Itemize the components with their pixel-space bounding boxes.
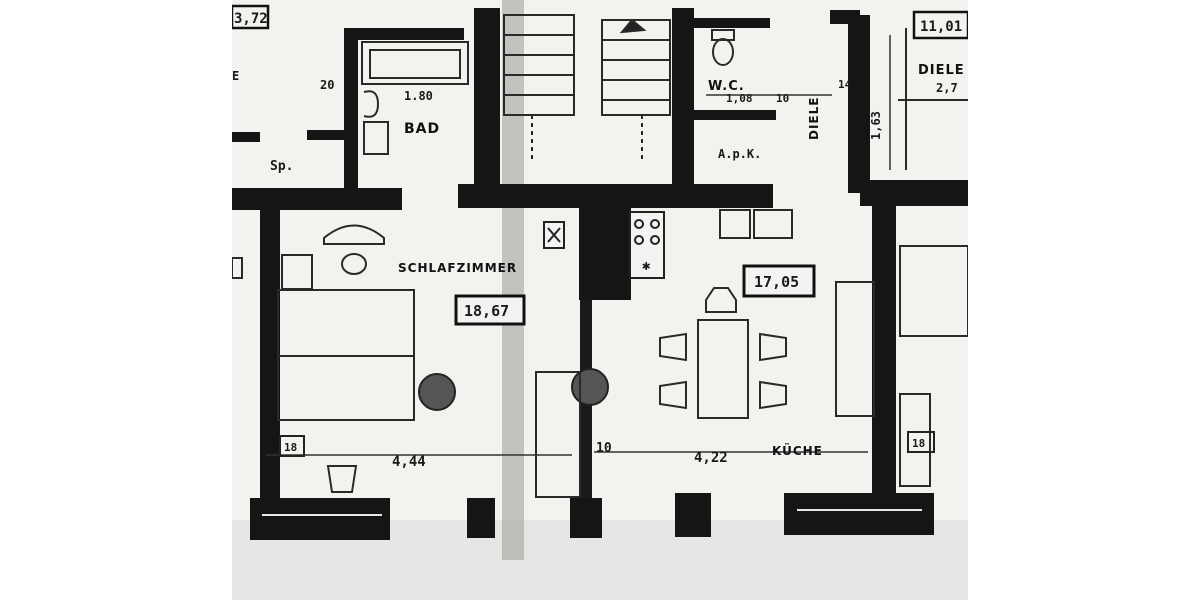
wall-bottom-pier2 [570,498,602,538]
room-label-schlafzimmer: SCHLAFZIMMER [398,261,517,275]
chimney-block [579,195,631,300]
dim-bad-top: 20 [320,78,334,92]
nightstand [281,224,385,290]
label-apk: A.p.K. [718,147,761,161]
room-label-kueche: KÜCHE [772,443,823,458]
wall-right-upper [848,15,870,193]
wall-left-vertical [260,210,280,505]
bin [326,465,358,493]
wall-left-horizontal [232,188,402,210]
dim-bad-width: 1.80 [404,89,433,103]
wall-bottom-left [250,498,390,540]
dim-diele-h: 1,63 [869,111,883,140]
dim-wc-side: 10 [776,92,789,105]
vent-box [543,221,565,249]
wall-right-vertical [872,200,896,500]
wall-bottom-right [784,493,934,535]
bed [277,289,415,421]
area-box-kueche: 17,05 [742,264,816,298]
svg-text:17,05: 17,05 [754,273,799,291]
window-marks [262,509,922,516]
wall-bottom-pier3 [675,493,711,537]
svg-text:18: 18 [284,441,297,454]
toilet [711,29,735,66]
label-sp: Sp. [270,159,293,174]
washbasin [363,90,389,155]
wc-basin [719,209,793,239]
lamp-bedroom [418,373,456,411]
wall-right-cap [830,10,860,24]
svg-text:✱: ✱ [642,258,651,274]
wall-wc-bottom [694,110,776,120]
room-label-bad: BAD [404,121,440,137]
wardrobe-left [232,257,243,279]
area-box-top-right: 11,01 [912,10,968,40]
wall-center-vertical [474,8,500,190]
cabinet-right [835,28,968,487]
wall-bad-top [344,28,464,40]
room-label-diele: DIELE [918,63,965,78]
svg-text:3,72: 3,72 [234,11,268,27]
stove: ✱ [629,211,665,279]
wall-wc-left [672,8,694,188]
wall-stub-edge [232,132,260,142]
dim-right-wall: 18 [907,431,935,453]
scan-fold-line [502,0,524,560]
wall-stub-left [307,130,347,140]
dim-bed-width: 4,44 [392,454,426,470]
svg-text:18,67: 18,67 [464,302,509,320]
svg-text:18: 18 [912,437,925,450]
dim-wall-mid: 10 [596,441,612,456]
wall-bottom-pier1 [467,498,495,538]
wall-bad-left [344,30,358,190]
dim-top-small: 14 [838,78,852,91]
dimension-lines [266,35,891,456]
wall-wc-top [692,18,770,28]
walls [232,8,968,540]
bathtub [361,41,469,85]
label-left-edge: E [232,69,239,83]
dim-diele-w: 2,7 [936,81,958,95]
area-box-schlafzimmer: 18,67 [454,294,526,326]
room-label-diele-vertical: DIELE [807,97,821,140]
room-label-wc: W.C. [708,79,745,94]
dim-kitchen-width: 4,22 [694,450,728,466]
floor-plan-scan: ✱ [232,0,968,600]
dim-wc-width: 1,08 [726,92,753,105]
lamp-kitchen [571,368,609,406]
svg-text:11,01: 11,01 [920,19,962,35]
area-box-top-left: 3,72 [232,4,270,30]
kitchen-cabinet [535,371,581,498]
staircase [503,14,671,160]
floor-plan-drawing: ✱ [232,0,968,600]
dining-table [659,287,787,419]
dim-left-wall: 18 [279,435,305,457]
